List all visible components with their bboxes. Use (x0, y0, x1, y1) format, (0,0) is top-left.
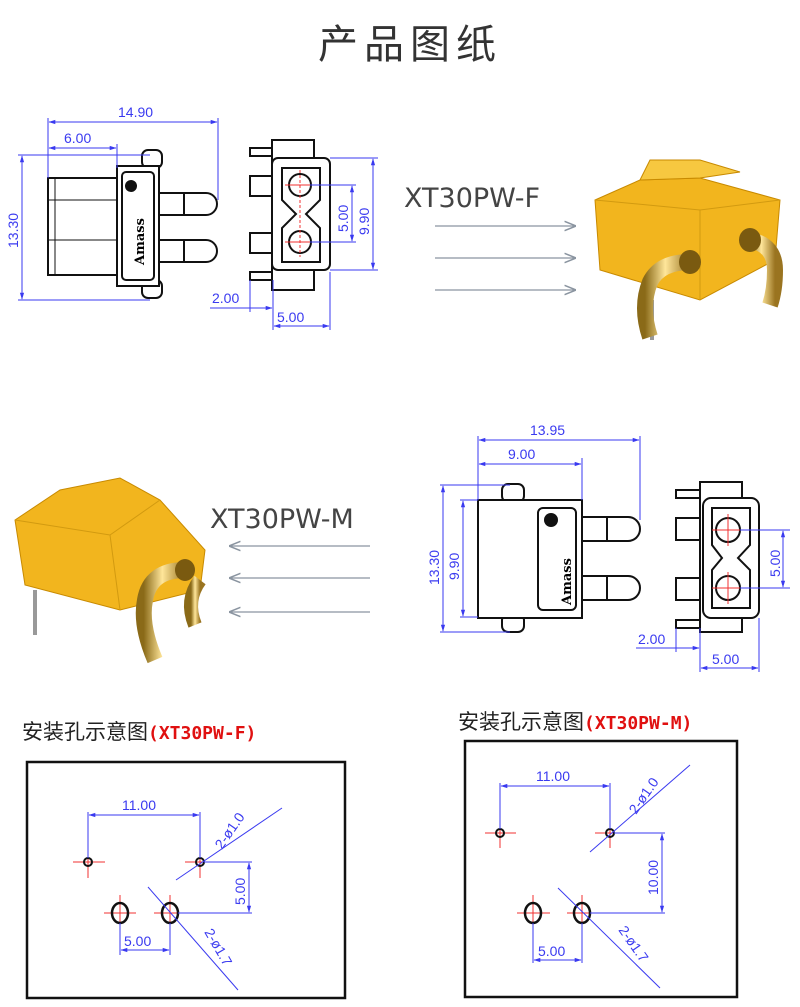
dim-body: 6.00 (64, 130, 91, 146)
dim-pitch: 5.00 (767, 550, 783, 577)
model-label-f: XT30PW-F (404, 183, 540, 214)
dim-height: 13.30 (5, 213, 21, 248)
arrows-right (435, 226, 575, 290)
brand-logo: Amass (133, 218, 148, 266)
dim-offset: 2.00 (638, 631, 665, 647)
brand-logo: Amass (560, 558, 575, 606)
dim-spacing: 11.00 (122, 797, 156, 813)
dim-pitch: 5.00 (538, 943, 565, 959)
female-side-view: 5.00 9.90 2.00 5.00 (210, 139, 378, 330)
page-title: 产品图纸 (318, 22, 502, 68)
small-hole-callout: 2-ø1.0 (625, 774, 661, 816)
hole-diagram-f: 11.00 5.00 5.00 2-ø1.0 2-ø1.7 (25, 760, 347, 1000)
dim-pitch: 5.00 (124, 933, 151, 949)
hole-diagram-f-label: 安装孔示意图(XT30PW-F) (22, 716, 256, 746)
dim-length: 14.90 (118, 104, 153, 120)
dim-spacing: 11.00 (536, 768, 570, 784)
dim-width: 9.90 (446, 553, 462, 580)
hole-label-text: 安装孔示意图 (22, 720, 148, 744)
hole-label-text: 安装孔示意图 (458, 710, 584, 734)
dim-body: 9.00 (508, 446, 535, 462)
female-front-view: Amass 14.90 6.00 13.30 (5, 104, 219, 301)
dim-vertical: 10.00 (645, 860, 661, 895)
dim-vertical: 5.00 (232, 878, 248, 905)
dim-offset: 2.00 (212, 290, 239, 306)
dim-depth: 5.00 (712, 651, 739, 667)
dim-length: 13.95 (530, 422, 565, 438)
dim-depth: 5.00 (277, 309, 304, 325)
hole-label-model: (XT30PW-F) (148, 723, 257, 744)
dim-height: 13.30 (426, 550, 442, 585)
small-hole-callout: 2-ø1.0 (211, 809, 247, 851)
female-connector-photo (594, 159, 784, 340)
large-hole-callout: 2-ø1.7 (201, 926, 235, 969)
large-hole-callout: 2-ø1.7 (616, 923, 652, 965)
model-label-m: XT30PW-M (210, 504, 354, 535)
arrows-left (230, 546, 370, 612)
dim-pitch: 5.00 (335, 205, 351, 232)
male-front-view: Amass 13.95 9.00 13.30 9.90 (426, 422, 641, 633)
dim-width: 9.90 (356, 208, 372, 235)
hole-diagram-m-label: 安装孔示意图(XT30PW-M) (458, 706, 692, 736)
male-connector-photo (14, 477, 206, 664)
hole-label-model: (XT30PW-M) (584, 713, 693, 734)
male-side-view: 5.00 2.00 5.00 (636, 481, 790, 672)
hole-diagram-m: 11.00 10.00 5.00 2-ø1.0 2-ø1.7 (463, 739, 739, 999)
